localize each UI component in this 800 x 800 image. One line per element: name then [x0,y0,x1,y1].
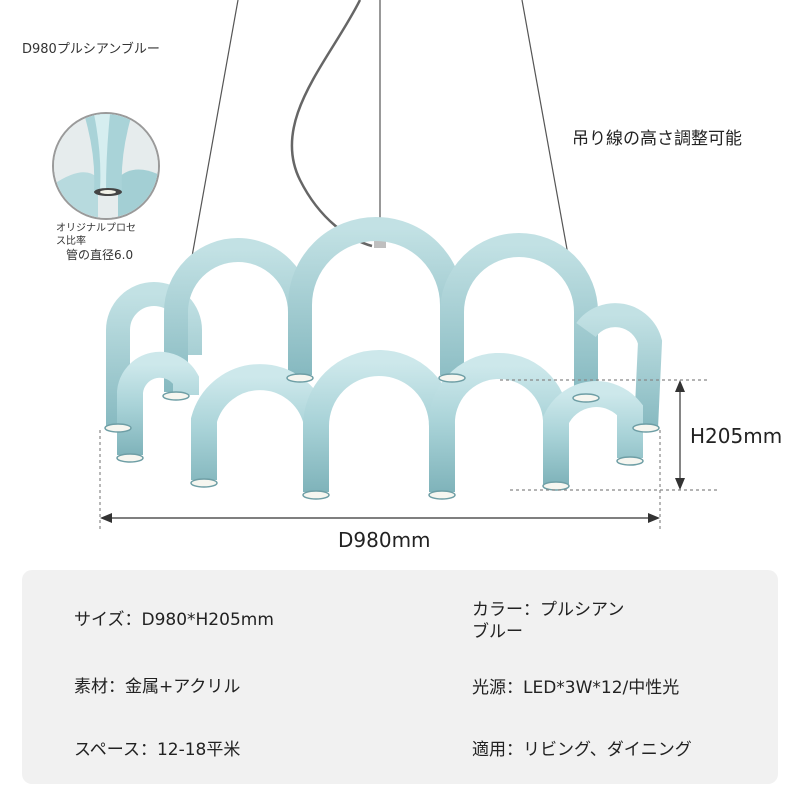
spec-panel [22,570,778,784]
tube-detail-closeup [52,112,160,220]
spec-size: サイズ：D980*H205mm [74,610,274,630]
spec-material: 素材：金属+アクリル [74,677,241,697]
spec-light-source: 光源：LED*3W*12/中性光 [472,678,680,698]
tube-diameter-label: 管の直径6.0 [66,248,134,262]
model-name: D980プルシアンブルー [22,42,160,57]
led-light-ends [104,373,660,500]
tube-detail-image [54,114,158,218]
power-cable [290,0,373,248]
back-arch-ring [106,217,663,429]
detail-caption-line2: ス比率 [56,236,86,247]
width-dimension-line [99,430,661,530]
spec-application: 適用：リビング、ダイニング [472,740,692,760]
height-dimension-line [500,379,718,491]
spec-color-line1: カラー：プルシアン [472,600,625,620]
front-arch-ring [117,350,643,492]
detail-caption-line1: オリジナルプロセ [56,223,136,234]
height-adjustable-note: 吊り線の高さ調整可能 [572,129,742,149]
pendant-lamp-illustration [99,0,718,530]
spec-space: スペース：12-18平米 [74,740,241,760]
spec-color: カラー：プルシアン ブルー [472,599,624,643]
spec-color-line2: ブルー [472,622,523,642]
suspension-wires [185,0,575,291]
width-dimension-label: D980mm [338,528,431,552]
detail-caption: オリジナルプロセ ス比率 管の直径6.0 [56,222,166,262]
height-dimension-label: H205mm [690,424,783,448]
